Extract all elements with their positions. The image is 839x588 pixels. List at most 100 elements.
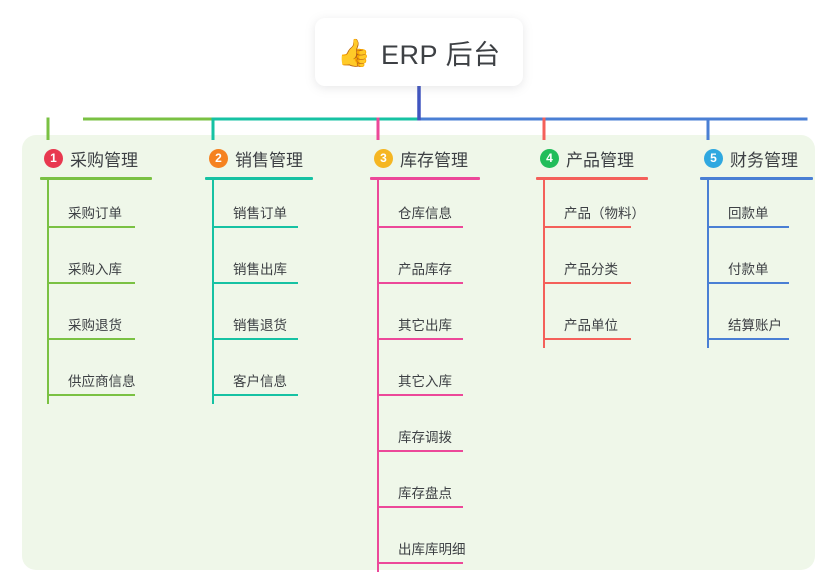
branch-item[interactable]: 产品单位: [536, 292, 646, 348]
branch-item-label: 结算账户: [728, 318, 782, 333]
branch-item-underline: [377, 338, 463, 340]
branch-badge-5: 5: [704, 148, 723, 168]
branch-item-underline: [377, 282, 463, 284]
branch-item-label: 产品单位: [564, 318, 618, 333]
branch-item[interactable]: 库存盘点: [370, 460, 482, 516]
branch-item-underline: [543, 226, 631, 228]
branch-badge-1: 1: [44, 148, 63, 168]
branch-item-label: 产品库存: [398, 262, 452, 277]
branch-badge-4: 4: [540, 148, 559, 168]
branch-item[interactable]: 销售出库: [205, 236, 317, 292]
branch-badge-2: 2: [209, 148, 228, 168]
branch-item-label: 回款单: [728, 206, 769, 221]
branch-item-label: 供应商信息: [68, 374, 136, 389]
branch-item[interactable]: 仓库信息: [370, 180, 482, 236]
branch-item[interactable]: 产品（物料）: [536, 180, 646, 236]
branch-spine-4: [543, 180, 545, 348]
root-node[interactable]: 👍 ERP 后台: [315, 18, 523, 86]
branch-title-5: 财务管理: [730, 150, 798, 170]
branch-header-2[interactable]: 2 销售管理: [205, 146, 317, 170]
branch-item[interactable]: 供应商信息: [40, 348, 158, 404]
branch-item[interactable]: 库存调拨: [370, 404, 482, 460]
branch-header-3[interactable]: 3 库存管理: [370, 146, 482, 170]
branch-item-label: 库存调拨: [398, 430, 452, 445]
branch-header-1[interactable]: 1 采购管理: [40, 146, 158, 170]
branch-item-underline: [212, 338, 298, 340]
branch-item-label: 客户信息: [233, 374, 287, 389]
thumbs-up-icon: 👍: [337, 37, 372, 68]
branch-header-5[interactable]: 5 财务管理: [700, 146, 804, 170]
branch-items-1: 采购订单采购入库采购退货供应商信息: [40, 180, 158, 404]
branch-item-underline: [212, 282, 298, 284]
branch-item[interactable]: 其它出库: [370, 292, 482, 348]
branch-item-label: 采购退货: [68, 318, 122, 333]
branch-item-underline: [377, 450, 463, 452]
branch-item[interactable]: 销售订单: [205, 180, 317, 236]
branch-item-underline: [47, 282, 135, 284]
branch-item-underline: [543, 282, 631, 284]
branch-item-underline: [212, 394, 298, 396]
branch-underline-1: [40, 177, 152, 180]
branch-spine-1: [47, 180, 49, 404]
branch-item-label: 采购订单: [68, 206, 122, 221]
branch-item[interactable]: 采购退货: [40, 292, 158, 348]
branches-panel: [22, 135, 815, 570]
branch-column-5: 5 财务管理回款单付款单结算账户: [700, 146, 813, 348]
branch-item[interactable]: 其它入库: [370, 348, 482, 404]
branch-item-label: 产品分类: [564, 262, 618, 277]
branch-item[interactable]: 付款单: [700, 236, 804, 292]
branch-spine-5: [707, 180, 709, 348]
branch-badge-3: 3: [374, 148, 393, 168]
branch-title-4: 产品管理: [566, 150, 634, 170]
branch-item[interactable]: 采购入库: [40, 236, 158, 292]
branch-item-label: 采购入库: [68, 262, 122, 277]
branch-items-2: 销售订单销售出库销售退货客户信息: [205, 180, 317, 404]
branch-column-2: 2 销售管理销售订单销售出库销售退货客户信息: [205, 146, 317, 404]
branch-item[interactable]: 结算账户: [700, 292, 804, 348]
branch-underline-4: [536, 177, 648, 180]
branch-item-label: 其它出库: [398, 318, 452, 333]
branch-items-3: 仓库信息产品库存其它出库其它入库库存调拨库存盘点出库库明细: [370, 180, 482, 572]
branch-title-3: 库存管理: [400, 150, 468, 170]
branch-column-1: 1 采购管理采购订单采购入库采购退货供应商信息: [40, 146, 158, 404]
branch-underline-2: [205, 177, 313, 180]
branch-item[interactable]: 回款单: [700, 180, 804, 236]
branch-item-underline: [377, 506, 463, 508]
branch-item-label: 其它入库: [398, 374, 452, 389]
branch-item[interactable]: 产品分类: [536, 236, 646, 292]
branch-item-label: 销售订单: [233, 206, 287, 221]
branch-item-label: 付款单: [728, 262, 769, 277]
branch-item-underline: [707, 282, 789, 284]
branch-item-underline: [212, 226, 298, 228]
branch-title-1: 采购管理: [70, 150, 138, 170]
branch-underline-5: [700, 177, 813, 180]
branch-item[interactable]: 客户信息: [205, 348, 317, 404]
branch-spine-3: [377, 180, 379, 572]
branch-spine-2: [212, 180, 214, 404]
branch-item-label: 产品（物料）: [564, 206, 645, 221]
branch-item-label: 销售出库: [233, 262, 287, 277]
branch-item-underline: [377, 562, 463, 564]
branch-column-4: 4 产品管理产品（物料） 产品分类产品单位: [536, 146, 648, 348]
branch-item-label: 出库库明细: [398, 542, 466, 557]
branch-item-underline: [47, 394, 135, 396]
branch-item-label: 销售退货: [233, 318, 287, 333]
branch-item-underline: [377, 394, 463, 396]
branch-title-2: 销售管理: [235, 150, 303, 170]
branch-item-underline: [543, 338, 631, 340]
branch-item[interactable]: 出库库明细: [370, 516, 482, 572]
branch-items-5: 回款单付款单结算账户: [700, 180, 804, 348]
branch-column-3: 3 库存管理仓库信息产品库存其它出库其它入库库存调拨库存盘点出库库明细: [370, 146, 482, 572]
branch-item-underline: [47, 338, 135, 340]
branch-item[interactable]: 销售退货: [205, 292, 317, 348]
branch-item-underline: [47, 226, 135, 228]
branch-item-underline: [707, 338, 789, 340]
branch-item[interactable]: 采购订单: [40, 180, 158, 236]
branch-item[interactable]: 产品库存: [370, 236, 482, 292]
branch-item-underline: [707, 226, 789, 228]
branch-item-underline: [377, 226, 463, 228]
branch-item-label: 库存盘点: [398, 486, 452, 501]
branch-item-label: 仓库信息: [398, 206, 452, 221]
branch-header-4[interactable]: 4 产品管理: [536, 146, 646, 170]
